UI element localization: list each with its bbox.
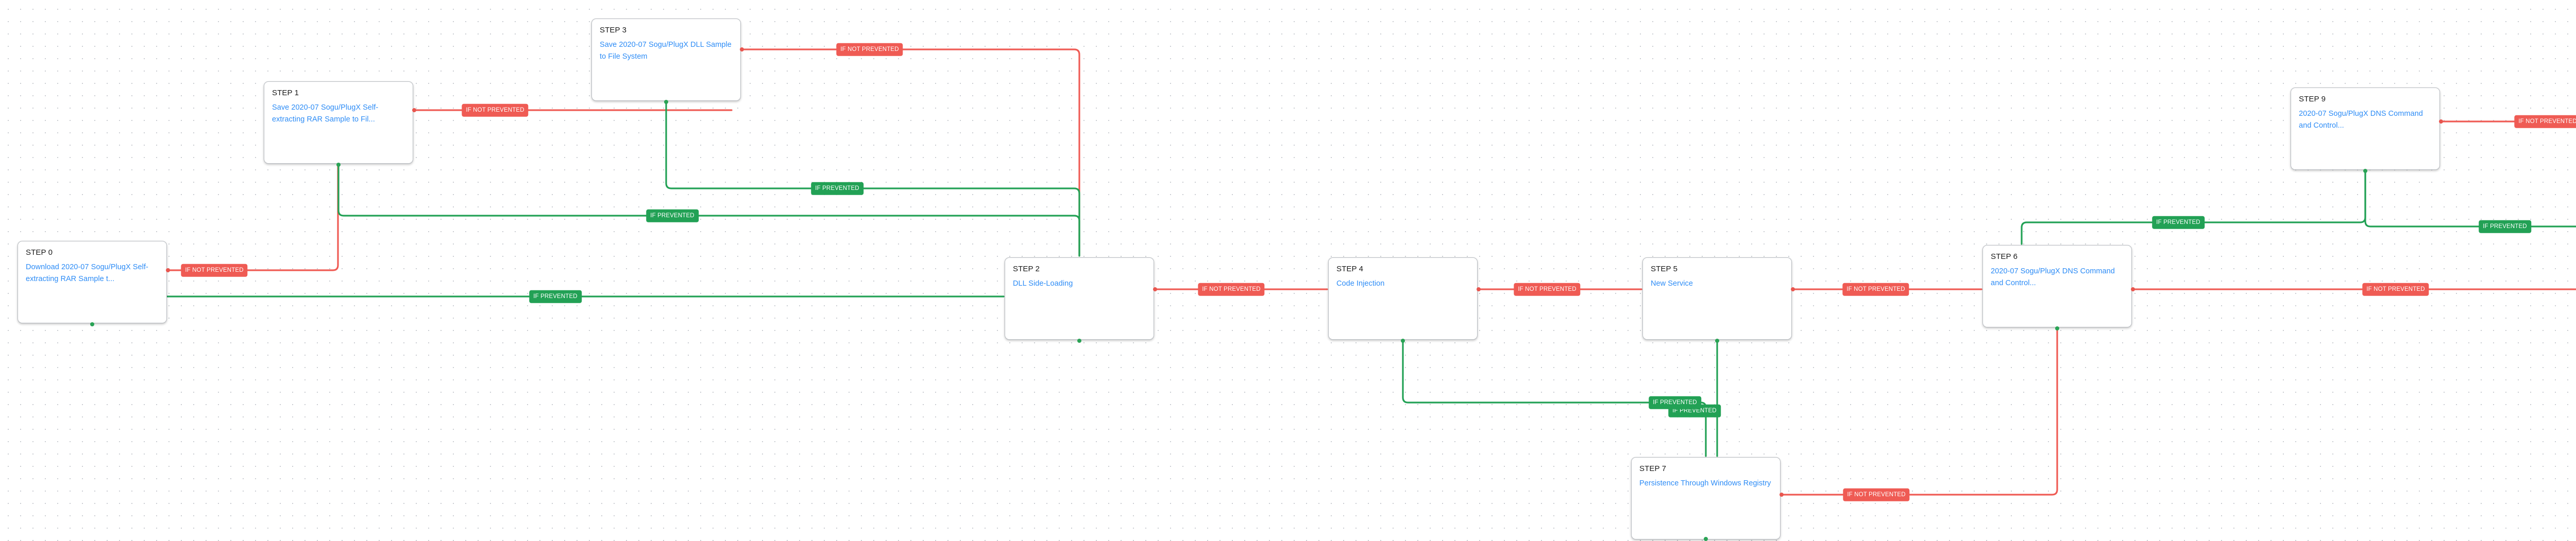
port-out-green-step3[interactable] [664,100,668,104]
node-step1[interactable]: STEP 1 Save 2020-07 Sogu/PlugX Self-extr… [264,81,413,164]
node-step6[interactable]: STEP 6 2020-07 Sogu/PlugX DNS Command an… [1982,245,2132,327]
port-out-green-step5[interactable] [1715,339,1719,343]
edge-step1-step2-green [337,164,1080,257]
port-out-red-step7[interactable] [1780,493,1784,497]
node-step-label: STEP 1 [272,89,299,97]
node-title[interactable]: Download 2020-07 Sogu/PlugX Self-extract… [26,263,148,283]
node-step-label: STEP 2 [1013,265,1040,273]
node-title[interactable]: Persistence Through Windows Registry [1639,479,1771,488]
edge-label-step3-step2-prevented[interactable]: IF PREVENTED [811,182,863,195]
node-step9[interactable]: STEP 9 2020-07 Sogu/PlugX DNS Command an… [2291,88,2440,170]
edge-step6-step9-green [2021,170,2366,245]
node-title[interactable]: Save 2020-07 Sogu/PlugX Self-extracting … [272,103,379,124]
node-title[interactable]: 2020-07 Sogu/PlugX DNS Command and Contr… [1991,267,2115,287]
edge-label-step3-step2[interactable]: IF NOT PREVENTED [836,43,903,56]
edge-label-step4-step7-prevented[interactable]: IF PREVENTED [1649,396,1701,409]
node-step-label: STEP 3 [600,26,627,34]
edge-label-step1-step2-prevented[interactable]: IF PREVENTED [646,209,699,222]
port-out-red-step3[interactable] [740,47,744,51]
port-out-red-step4[interactable] [1477,287,1481,291]
node-title[interactable]: Save 2020-07 Sogu/PlugX DLL Sample to Fi… [600,41,732,61]
node-step-label: STEP 6 [1991,252,2018,261]
edge-label-step5-step6[interactable]: IF NOT PREVENTED [1842,283,1909,296]
port-out-red-step0[interactable] [166,268,170,272]
edge-label-step9-step8[interactable]: IF NOT PREVENTED [2514,115,2576,128]
edge-label-step6-step9-prevented[interactable]: IF PREVENTED [2152,216,2205,229]
port-out-red-step6[interactable] [2131,287,2135,291]
node-step-label: STEP 0 [26,248,53,257]
node-title[interactable]: New Service [1651,280,1693,288]
node-step-label: STEP 9 [2299,95,2326,103]
port-out-green-step9[interactable] [2363,169,2367,173]
node-title[interactable]: Code Injection [1336,280,1385,288]
node-step3[interactable]: STEP 3 Save 2020-07 Sogu/PlugX DLL Sampl… [591,19,741,101]
node-title[interactable]: 2020-07 Sogu/PlugX DNS Command and Contr… [2299,110,2423,130]
edge-step9-step8-green [2364,170,2576,228]
port-out-green-step1[interactable] [336,163,341,167]
edge-step3-step2-green [665,101,1080,257]
node-step2[interactable]: STEP 2 DLL Side-Loading [1005,257,1154,340]
port-out-green-step4[interactable] [1401,339,1405,343]
node-step0[interactable]: STEP 0 Download 2020-07 Sogu/PlugX Self-… [18,241,167,323]
node-step-label: STEP 5 [1651,265,1678,273]
port-out-red-step1[interactable] [412,108,416,112]
edge-label-step0-step1[interactable]: IF NOT PREVENTED [181,264,248,277]
node-step7[interactable]: STEP 7 Persistence Through Windows Regis… [1631,457,1781,539]
port-out-green-step7[interactable] [1704,537,1708,541]
edge-label-step4-step5[interactable]: IF NOT PREVENTED [1514,283,1581,296]
edge-label-step9-step8-prevented[interactable]: IF PREVENTED [2479,220,2531,233]
port-out-red-step2[interactable] [1153,287,1157,291]
edge-step0-step1 [167,153,339,271]
node-step4[interactable]: STEP 4 Code Injection [1328,257,1478,340]
port-out-green-step2[interactable] [1077,339,1081,343]
node-title[interactable]: DLL Side-Loading [1013,280,1073,288]
port-out-red-step9[interactable] [2439,119,2443,124]
node-step-label: STEP 4 [1336,265,1364,273]
port-out-green-step0[interactable] [90,322,94,326]
port-out-green-step6[interactable] [2055,326,2059,330]
edge-label-step7-step8[interactable]: IF NOT PREVENTED [1843,488,1910,501]
port-out-red-step5[interactable] [1791,287,1795,291]
node-step-label: STEP 7 [1639,464,1667,473]
edge-label-step1-step3[interactable]: IF NOT PREVENTED [462,103,529,117]
node-step5[interactable]: STEP 5 New Service [1642,257,1792,340]
edge-label-step0-step2-prevented[interactable]: IF PREVENTED [529,290,582,303]
edge-label-step2-step4[interactable]: IF NOT PREVENTED [1198,283,1265,296]
edge-step3-step2-red [741,48,1080,257]
edge-step6-step7-red [1782,327,2058,496]
edge-step9-step8-red [2440,120,2576,123]
edge-label-step6-step8[interactable]: IF NOT PREVENTED [2362,283,2429,296]
